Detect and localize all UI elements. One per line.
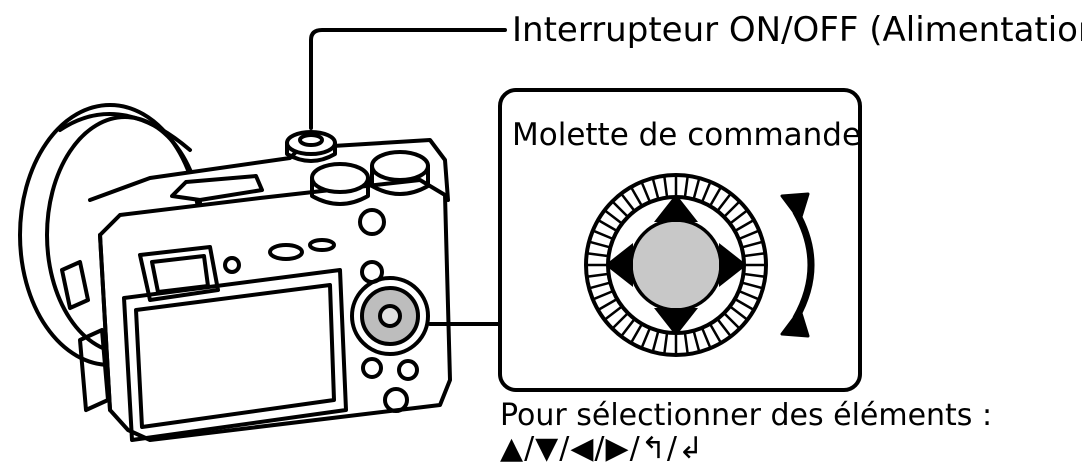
dial-tick xyxy=(591,229,615,241)
dial-tick xyxy=(585,252,610,258)
dial-tick xyxy=(603,208,624,225)
dial-tick xyxy=(596,218,619,233)
dial-tick xyxy=(733,297,756,312)
c-button xyxy=(358,208,386,236)
dial-tick xyxy=(740,240,765,249)
dial-tick xyxy=(611,311,630,330)
hot-shoe xyxy=(170,174,264,202)
dial-tick xyxy=(692,176,701,201)
dial-tick xyxy=(700,180,712,204)
power-switch-label: Interrupteur ON/OFF (Alimentation) xyxy=(512,10,1082,50)
dial-tick xyxy=(708,322,723,345)
power-switch xyxy=(285,130,337,163)
dial-tick xyxy=(683,331,689,356)
dial-tick xyxy=(587,281,612,290)
dial-tick xyxy=(640,326,652,350)
dial-tick xyxy=(722,311,741,330)
camera-illustration xyxy=(18,103,452,442)
menu-button xyxy=(308,238,336,252)
dial-tick xyxy=(728,208,749,225)
selection-caption: Pour sélectionner des éléments : xyxy=(500,398,993,433)
exposure-dial xyxy=(370,150,430,196)
lcd-screen xyxy=(122,268,348,442)
dial-tick xyxy=(733,218,756,233)
dial-tick xyxy=(700,326,712,350)
rear-button-lower-left xyxy=(361,357,383,379)
dial-tick xyxy=(619,192,636,213)
dial-tick xyxy=(651,329,660,354)
dial-tick xyxy=(708,185,723,208)
rear-button-upper xyxy=(360,260,384,284)
dial-tick xyxy=(591,289,615,301)
dial-tick xyxy=(603,305,624,322)
dial-knurling xyxy=(584,173,768,357)
mode-dial xyxy=(310,162,370,206)
small-button xyxy=(223,256,241,274)
dial-tick xyxy=(692,329,701,354)
dial-tick xyxy=(716,317,733,338)
camera-body xyxy=(98,178,452,442)
dial-tick xyxy=(640,180,652,204)
dial-tick xyxy=(742,272,767,278)
dial-tick xyxy=(629,322,644,345)
dial-tick xyxy=(629,185,644,208)
rear-button-lower-right xyxy=(397,359,419,381)
dial-tick xyxy=(683,174,689,199)
down-arrow-icon xyxy=(654,308,698,336)
control-dial-title: Molette de commande xyxy=(512,117,862,153)
dial-tick xyxy=(611,200,630,219)
dial-tick xyxy=(651,176,660,201)
dial-tick xyxy=(737,289,761,301)
left-arrow-icon xyxy=(605,243,633,287)
dial-tick xyxy=(722,200,741,219)
dial-center-button xyxy=(629,218,723,312)
dial-tick xyxy=(740,281,765,290)
dial-tick xyxy=(596,297,619,312)
dial-tick xyxy=(737,229,761,241)
right-arrow-icon xyxy=(719,243,747,287)
rotate-arrow-icon xyxy=(780,192,815,338)
dial-tick xyxy=(716,192,733,213)
camera-control-wheel xyxy=(350,276,430,356)
dial-tick xyxy=(663,174,669,199)
strap-lug xyxy=(60,260,90,310)
selection-keys: ▲/▼/◀/▶/↰/↲ xyxy=(500,431,705,466)
rear-button-bottom xyxy=(383,387,409,413)
dial-tick xyxy=(587,240,612,249)
up-arrow-icon xyxy=(654,194,698,222)
power-switch-leader-line xyxy=(309,28,507,130)
fn-button xyxy=(268,243,304,261)
side-port-cover xyxy=(78,328,110,412)
dial-tick xyxy=(742,252,767,258)
dial-tick xyxy=(619,317,636,338)
dial-tick xyxy=(585,272,610,278)
dial-tick xyxy=(728,305,749,322)
dial-tick xyxy=(663,331,669,356)
control-dial-enlarged xyxy=(584,173,768,357)
